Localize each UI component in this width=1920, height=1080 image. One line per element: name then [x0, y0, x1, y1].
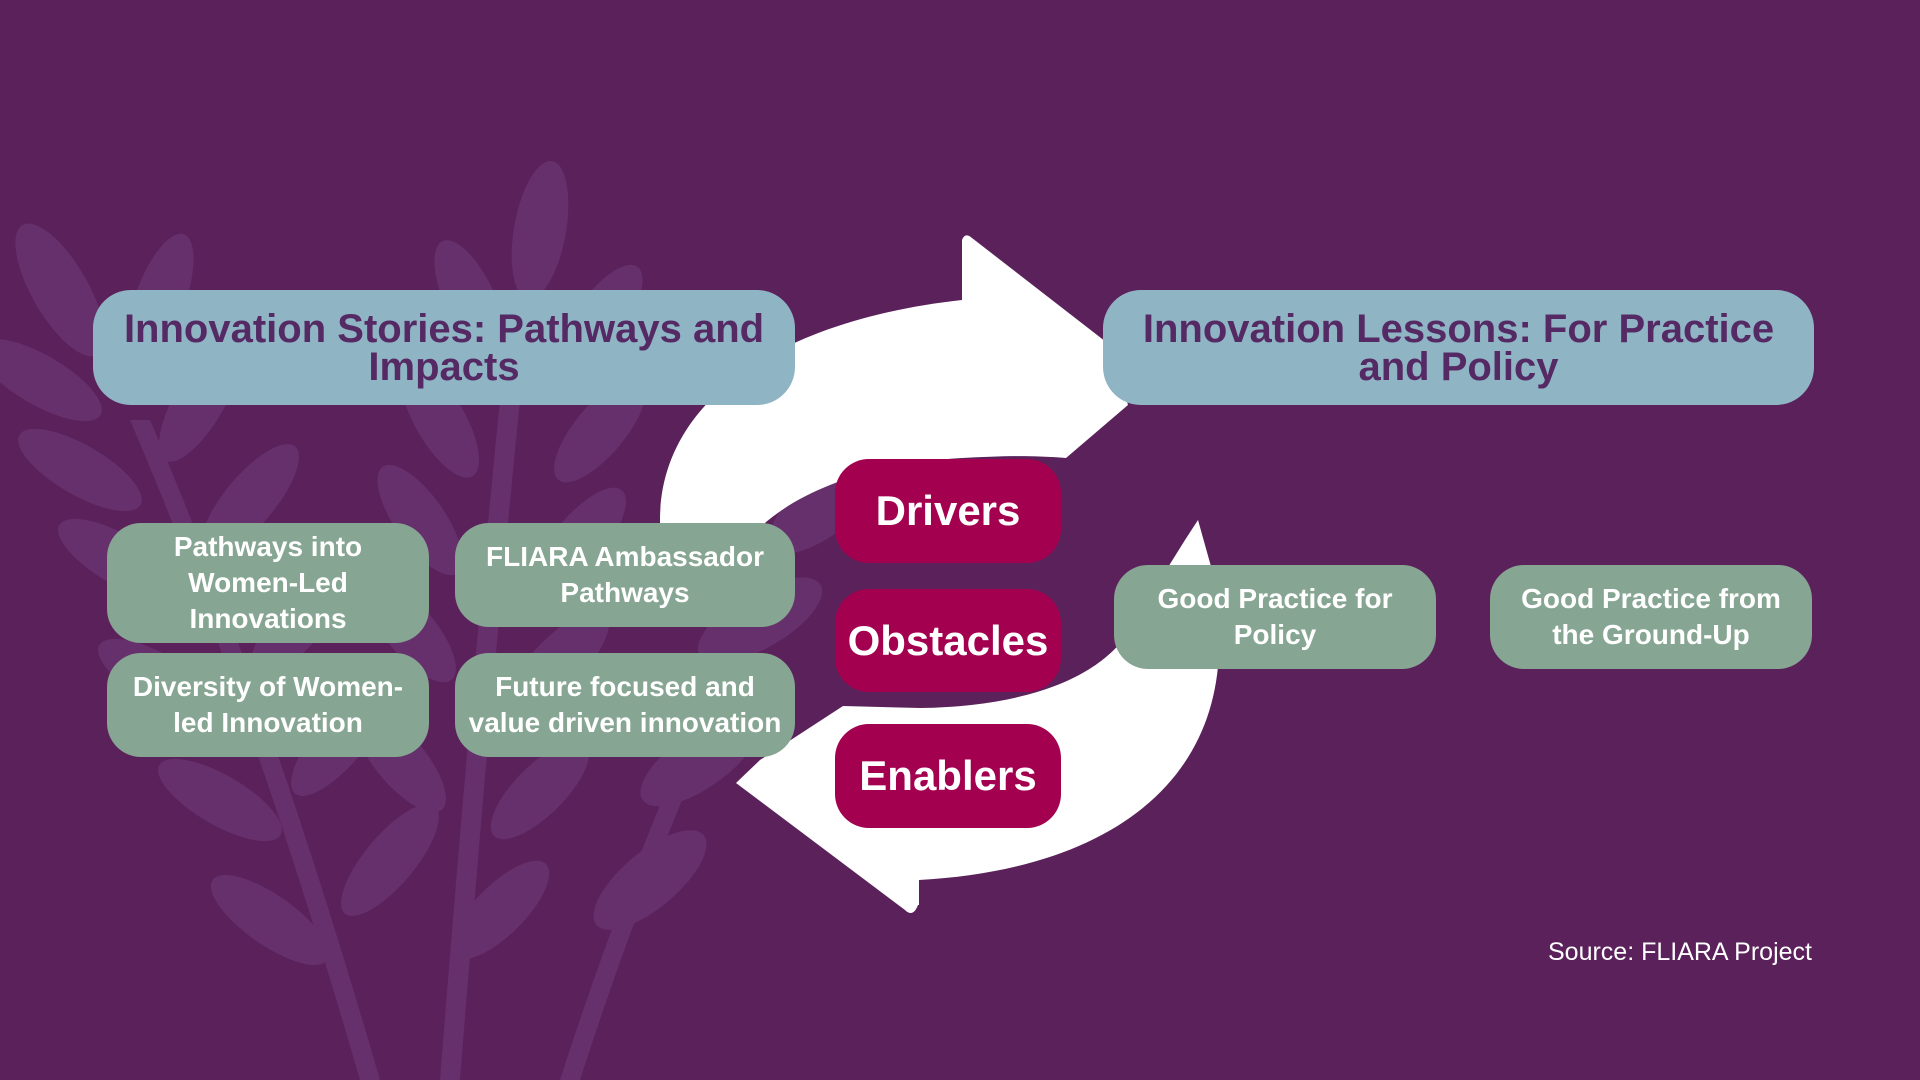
- diversity-of-women-led-innovation-box: Diversity of Women-led Innovation: [107, 653, 429, 757]
- good-practice-for-policy-box: Good Practice for Policy: [1114, 565, 1436, 669]
- wheat-stem: [130, 420, 380, 1080]
- source-caption: Source: FLIARA Project: [1547, 938, 1812, 966]
- innovation-lessons-title: Innovation Lessons: For Practice and Pol…: [1103, 290, 1814, 405]
- left-item-text: Pathways into Women-Led Innovations: [173, 531, 363, 634]
- leaf: [210, 874, 330, 966]
- leaf: [158, 758, 282, 842]
- innovation-lessons-title-text: Innovation Lessons: For Practice and Pol…: [1142, 306, 1775, 389]
- leaf: [341, 804, 439, 916]
- right-item-text: Good Practice from the Ground-Up: [1521, 583, 1781, 650]
- innovation-stories-title-text: Innovation Stories: Pathways and Impacts: [123, 306, 765, 389]
- cycle-item-text: Drivers: [875, 487, 1021, 534]
- obstacles-box: Obstacles: [835, 589, 1061, 692]
- innovation-stories-title: Innovation Stories: Pathways and Impacts: [93, 290, 795, 405]
- leaf: [15, 223, 105, 357]
- leaf: [18, 428, 142, 512]
- enablers-box: Enablers: [835, 724, 1061, 828]
- wheat-stem: [560, 540, 800, 1080]
- cycle-item-text: Obstacles: [847, 616, 1049, 664]
- leaf: [450, 860, 550, 960]
- leaf: [377, 464, 463, 576]
- left-item-text: FLIARA Ambassador Pathways: [486, 541, 764, 608]
- drivers-box: Drivers: [835, 459, 1061, 563]
- leaf: [0, 338, 102, 422]
- fliara-ambassador-pathways-box: FLIARA Ambassador Pathways: [455, 523, 795, 627]
- left-item-text: Future focused and value driven innovati…: [468, 671, 782, 738]
- leaf: [490, 740, 590, 840]
- cycle-arrow-top-icon: [660, 235, 1128, 560]
- good-practice-ground-up-box: Good Practice from the Ground-Up: [1490, 565, 1812, 669]
- leaf: [593, 830, 707, 930]
- right-item-text: Good Practice for Policy: [1157, 583, 1393, 650]
- future-focused-innovation-box: Future focused and value driven innovati…: [455, 653, 795, 757]
- left-item-text: Diversity of Women-led Innovation: [132, 671, 404, 738]
- pathways-into-women-led-innovations-box: Pathways into Women-Led Innovations: [107, 523, 429, 643]
- cycle-item-text: Enablers: [859, 752, 1037, 799]
- leaf: [511, 160, 569, 300]
